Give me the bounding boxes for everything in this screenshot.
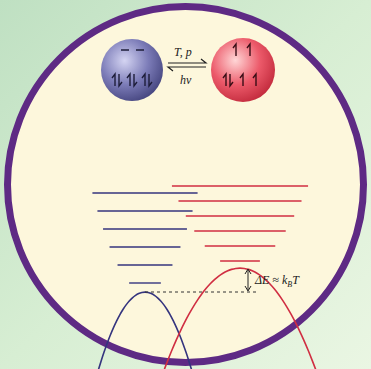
vibrational-level <box>205 245 276 246</box>
vibrational-level <box>186 215 294 216</box>
potential-wells <box>82 186 325 369</box>
vibrational-level <box>92 192 197 193</box>
label-group: T, p <box>174 46 192 58</box>
label-group: hν <box>180 74 191 86</box>
formula-label: T, p <box>174 45 192 59</box>
vibrational-level <box>194 230 285 231</box>
low-spin-well <box>82 292 208 369</box>
low-spin-electrons <box>112 50 152 86</box>
vibrational-level <box>220 260 260 261</box>
unpaired-electrons <box>233 44 250 56</box>
electron-pair <box>223 74 233 86</box>
equilibrium-arrows <box>168 59 206 71</box>
electron-pair <box>142 74 152 86</box>
subscript-label: B <box>287 280 292 289</box>
formula-label: T <box>292 273 299 287</box>
vibrational-level <box>129 282 161 283</box>
backward-harpoon <box>168 67 206 71</box>
empty-orbitals <box>121 49 144 50</box>
formula-label: ΔE ≈ k <box>255 273 287 287</box>
baseline-dashed <box>145 292 256 293</box>
label-group: ΔE ≈ kBT <box>255 274 299 286</box>
high-spin-sphere <box>211 38 275 102</box>
frame-circle <box>8 7 364 363</box>
vibrational-level <box>97 210 192 211</box>
vibrational-level <box>103 228 187 229</box>
low-spin-sphere <box>101 39 163 101</box>
electron-pair <box>127 74 137 86</box>
vibrational-level <box>118 264 173 265</box>
electron-pair <box>112 74 122 86</box>
formula-label: hν <box>180 73 191 87</box>
vibrational-level <box>110 246 181 247</box>
forward-harpoon <box>168 59 206 63</box>
high-spin-electrons <box>223 44 256 86</box>
high-spin-well <box>155 268 325 369</box>
vibrational-level <box>178 200 301 201</box>
unpaired-electrons <box>240 74 256 86</box>
vibrational-level <box>172 185 308 186</box>
energy-gap-arrow <box>245 269 251 291</box>
